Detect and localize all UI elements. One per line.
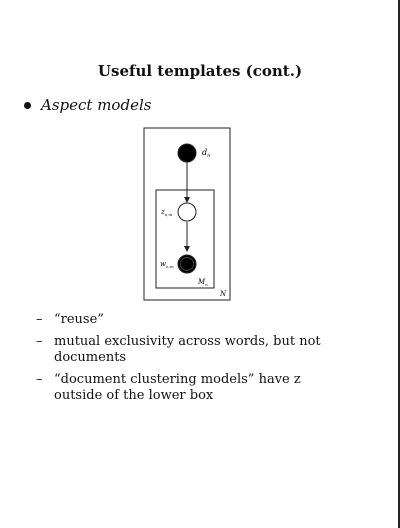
sub-bullet-list: – “reuse” – mutual exclusivity across wo… — [36, 312, 336, 410]
outer-plate — [143, 127, 231, 301]
bullet-aspect-models: Aspect models — [24, 96, 151, 114]
sub-item-text: “reuse” — [54, 312, 104, 327]
inner-plate-label: Mn — [197, 278, 208, 287]
dash-marker: – — [36, 372, 43, 387]
inner-plate — [155, 189, 215, 289]
node-d-label: dn — [202, 148, 210, 159]
bullet-label: Aspect models — [41, 96, 152, 114]
dash-marker: – — [36, 312, 43, 327]
node-z-label: zn,m — [160, 208, 173, 217]
dash-marker: – — [36, 334, 43, 349]
node-z-latent — [177, 202, 197, 222]
sub-item-text: “document clustering models” have z outs… — [54, 372, 301, 403]
page-right-border — [398, 0, 400, 528]
slide-title: Useful templates (cont.) — [97, 62, 303, 80]
outer-plate-label: N — [219, 290, 227, 298]
node-d-observed — [177, 143, 197, 163]
sub-item-text: mutual exclusivity across words, but not… — [54, 334, 321, 365]
node-w-inner-ring — [180, 257, 194, 271]
sub-item-document-clustering: – “document clustering models” have z ou… — [36, 372, 336, 404]
sub-item-mutual-exclusivity: – mutual exclusivity across words, but n… — [36, 334, 336, 366]
sub-item-reuse: – “reuse” — [36, 312, 336, 328]
bullet-dot-icon — [24, 101, 31, 109]
node-w-label: wn,m — [160, 260, 174, 269]
plate-diagram: dn zn,m wn,m Mn N — [143, 127, 231, 301]
